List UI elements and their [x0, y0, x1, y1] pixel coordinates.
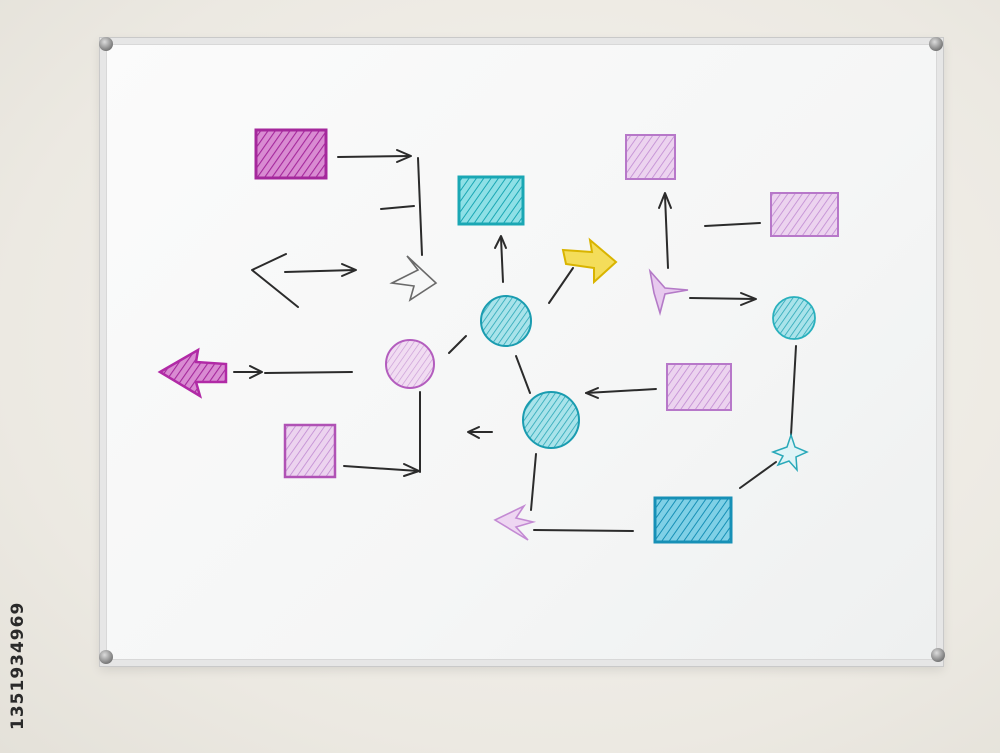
- circle-lilac-left: [385, 339, 435, 389]
- corner-bracket-icon: [99, 37, 113, 51]
- box-blue-bottom: [653, 496, 733, 544]
- star-cyan-junction: [770, 432, 809, 473]
- stock-image-id: 1351934969: [8, 601, 28, 730]
- box-lilac-top-right: [770, 192, 839, 237]
- arrow-magenta-left: [157, 347, 228, 399]
- arrow-lilac-right: [648, 268, 689, 316]
- whiteboard: [99, 37, 944, 667]
- box-cyan-center-top: [457, 175, 525, 226]
- box-lilac-top: [625, 134, 676, 180]
- corner-bracket-icon: [929, 37, 943, 51]
- arrow-outline-center-left: [389, 255, 438, 302]
- corner-bracket-icon: [99, 650, 113, 664]
- connector-lines: [233, 149, 797, 532]
- circle-cyan-lower: [522, 391, 580, 449]
- circle-cyan-center: [480, 295, 532, 347]
- corner-bracket-icon: [931, 648, 945, 662]
- box-magenta-top-left: [254, 128, 328, 180]
- circle-cyan-right: [772, 296, 816, 340]
- box-lilac-middle-right: [666, 363, 732, 411]
- arrow-yellow: [561, 237, 618, 285]
- box-magenta-bottom-left: [283, 423, 337, 479]
- arrow-lilac-bottom: [493, 504, 537, 541]
